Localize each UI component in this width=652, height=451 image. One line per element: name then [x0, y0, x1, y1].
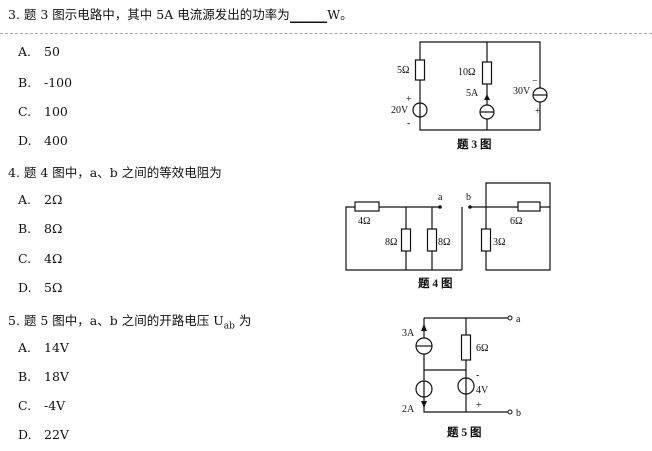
figure-4-wires	[345, 182, 551, 271]
q4-option-b[interactable]: B. 8Ω	[18, 221, 62, 236]
figure-5-caption: 题 5 图	[447, 425, 482, 439]
label-b: b	[466, 192, 471, 203]
option-label: D.	[18, 280, 32, 295]
label-plus-2: +	[535, 106, 541, 117]
option-value: -100	[44, 75, 73, 90]
terminal-a	[438, 205, 442, 209]
label-plus: +	[406, 94, 412, 105]
resistor-4ohm	[354, 201, 380, 212]
option-value: 4Ω	[44, 251, 63, 266]
terminal-b-5	[507, 409, 513, 415]
current-source-2a	[415, 380, 433, 408]
label-8ohm-2: 8Ω	[438, 237, 450, 248]
option-label: A.	[18, 340, 32, 355]
resistor-3ohm	[480, 228, 492, 252]
q5-option-d[interactable]: D. 22V	[18, 427, 69, 442]
terminal-a-5	[507, 315, 513, 321]
option-label: B.	[18, 221, 32, 236]
resistor-5ohm	[414, 59, 426, 81]
option-value: 8Ω	[44, 221, 63, 236]
option-label: A.	[18, 44, 32, 59]
label-20v: 20V	[391, 105, 409, 116]
option-label: D.	[18, 427, 32, 442]
label-5a: 5A	[466, 88, 479, 99]
q5-option-c[interactable]: C. -4V	[18, 398, 65, 413]
q4-option-c[interactable]: C. 4Ω	[18, 251, 62, 266]
resistor-6ohm-5	[460, 334, 472, 361]
label-plus-5: +	[476, 400, 482, 411]
label-30v: 30V	[513, 86, 531, 97]
question-5-text: 5. 题 5 图中，a、b 之间的开路电压 U	[8, 313, 224, 328]
terminal-b	[468, 205, 472, 209]
label-minus-5: -	[476, 370, 479, 381]
question-3: 3. 题 3 图示电路中，其中 5A 电流源发出的功率为______W。	[8, 4, 353, 23]
resistor-6ohm	[517, 201, 541, 212]
option-label: B.	[18, 75, 32, 90]
current-source-3a	[415, 324, 433, 355]
resistor-10ohm	[481, 61, 493, 85]
option-label: C.	[18, 398, 32, 413]
question-4-text: 4. 题 4 图中，a、b 之间的等效电阻为	[8, 165, 222, 180]
label-a: a	[438, 192, 443, 203]
question-4: 4. 题 4 图中，a、b 之间的等效电阻为	[8, 162, 222, 181]
question-5-subscript: ab	[223, 321, 235, 332]
label-b-5: b	[516, 408, 521, 419]
voltage-source-30v	[532, 87, 548, 103]
option-label: B.	[18, 369, 32, 384]
q3-option-d[interactable]: D. 400	[18, 133, 68, 148]
option-label: A.	[18, 192, 32, 207]
option-value: 14V	[44, 340, 69, 355]
q3-option-b[interactable]: B. -100	[18, 75, 72, 90]
resistor-8ohm-2	[426, 228, 438, 252]
q3-option-c[interactable]: C. 100	[18, 104, 68, 119]
option-value: 18V	[44, 369, 69, 384]
q5-option-b[interactable]: B. 18V	[18, 369, 69, 384]
option-value: -4V	[44, 398, 66, 413]
figure-4-caption: 题 4 图	[418, 276, 453, 290]
label-3a: 3A	[402, 328, 415, 339]
option-label: C.	[18, 104, 32, 119]
option-label: C.	[18, 251, 32, 266]
voltage-source-20v	[412, 102, 428, 118]
label-8ohm-1: 8Ω	[385, 237, 397, 248]
divider	[0, 33, 652, 34]
label-a-5: a	[516, 314, 521, 325]
question-5: 5. 题 5 图中，a、b 之间的开路电压 Uab 为	[8, 310, 251, 332]
option-value: 2Ω	[44, 192, 63, 207]
label-3ohm: 3Ω	[493, 237, 505, 248]
current-source-5a	[479, 94, 495, 120]
q3-option-a[interactable]: A. 50	[18, 44, 60, 59]
q4-option-d[interactable]: D. 5Ω	[18, 280, 62, 295]
answer-blank: ______	[289, 7, 328, 23]
q4-option-a[interactable]: A. 2Ω	[18, 192, 62, 207]
question-3-text: 3. 题 3 图示电路中，其中 5A 电流源发出的功率为	[8, 7, 290, 22]
label-4ohm: 4Ω	[358, 216, 370, 227]
label-2a: 2A	[402, 404, 415, 415]
label-minus-2: −	[532, 76, 538, 87]
label-minus: -	[407, 118, 410, 129]
q5-option-a[interactable]: A. 14V	[18, 340, 69, 355]
option-label: D.	[18, 133, 32, 148]
option-value: 50	[44, 44, 60, 59]
label-4v: 4V	[476, 385, 489, 396]
option-value: 22V	[44, 427, 69, 442]
figure-5-wires	[423, 317, 510, 413]
figure-3-caption: 题 3 图	[457, 137, 492, 151]
option-value: 400	[44, 133, 68, 148]
option-value: 100	[44, 104, 68, 119]
question-3-suffix: W。	[327, 7, 353, 22]
voltage-source-4v	[457, 377, 475, 395]
label-6ohm-5: 6Ω	[476, 343, 488, 354]
label-5ohm: 5Ω	[397, 65, 409, 76]
option-value: 5Ω	[44, 280, 63, 295]
label-10ohm: 10Ω	[458, 67, 475, 78]
label-6ohm: 6Ω	[510, 216, 522, 227]
question-5-suffix: 为	[234, 313, 252, 328]
resistor-8ohm-1	[400, 228, 412, 252]
